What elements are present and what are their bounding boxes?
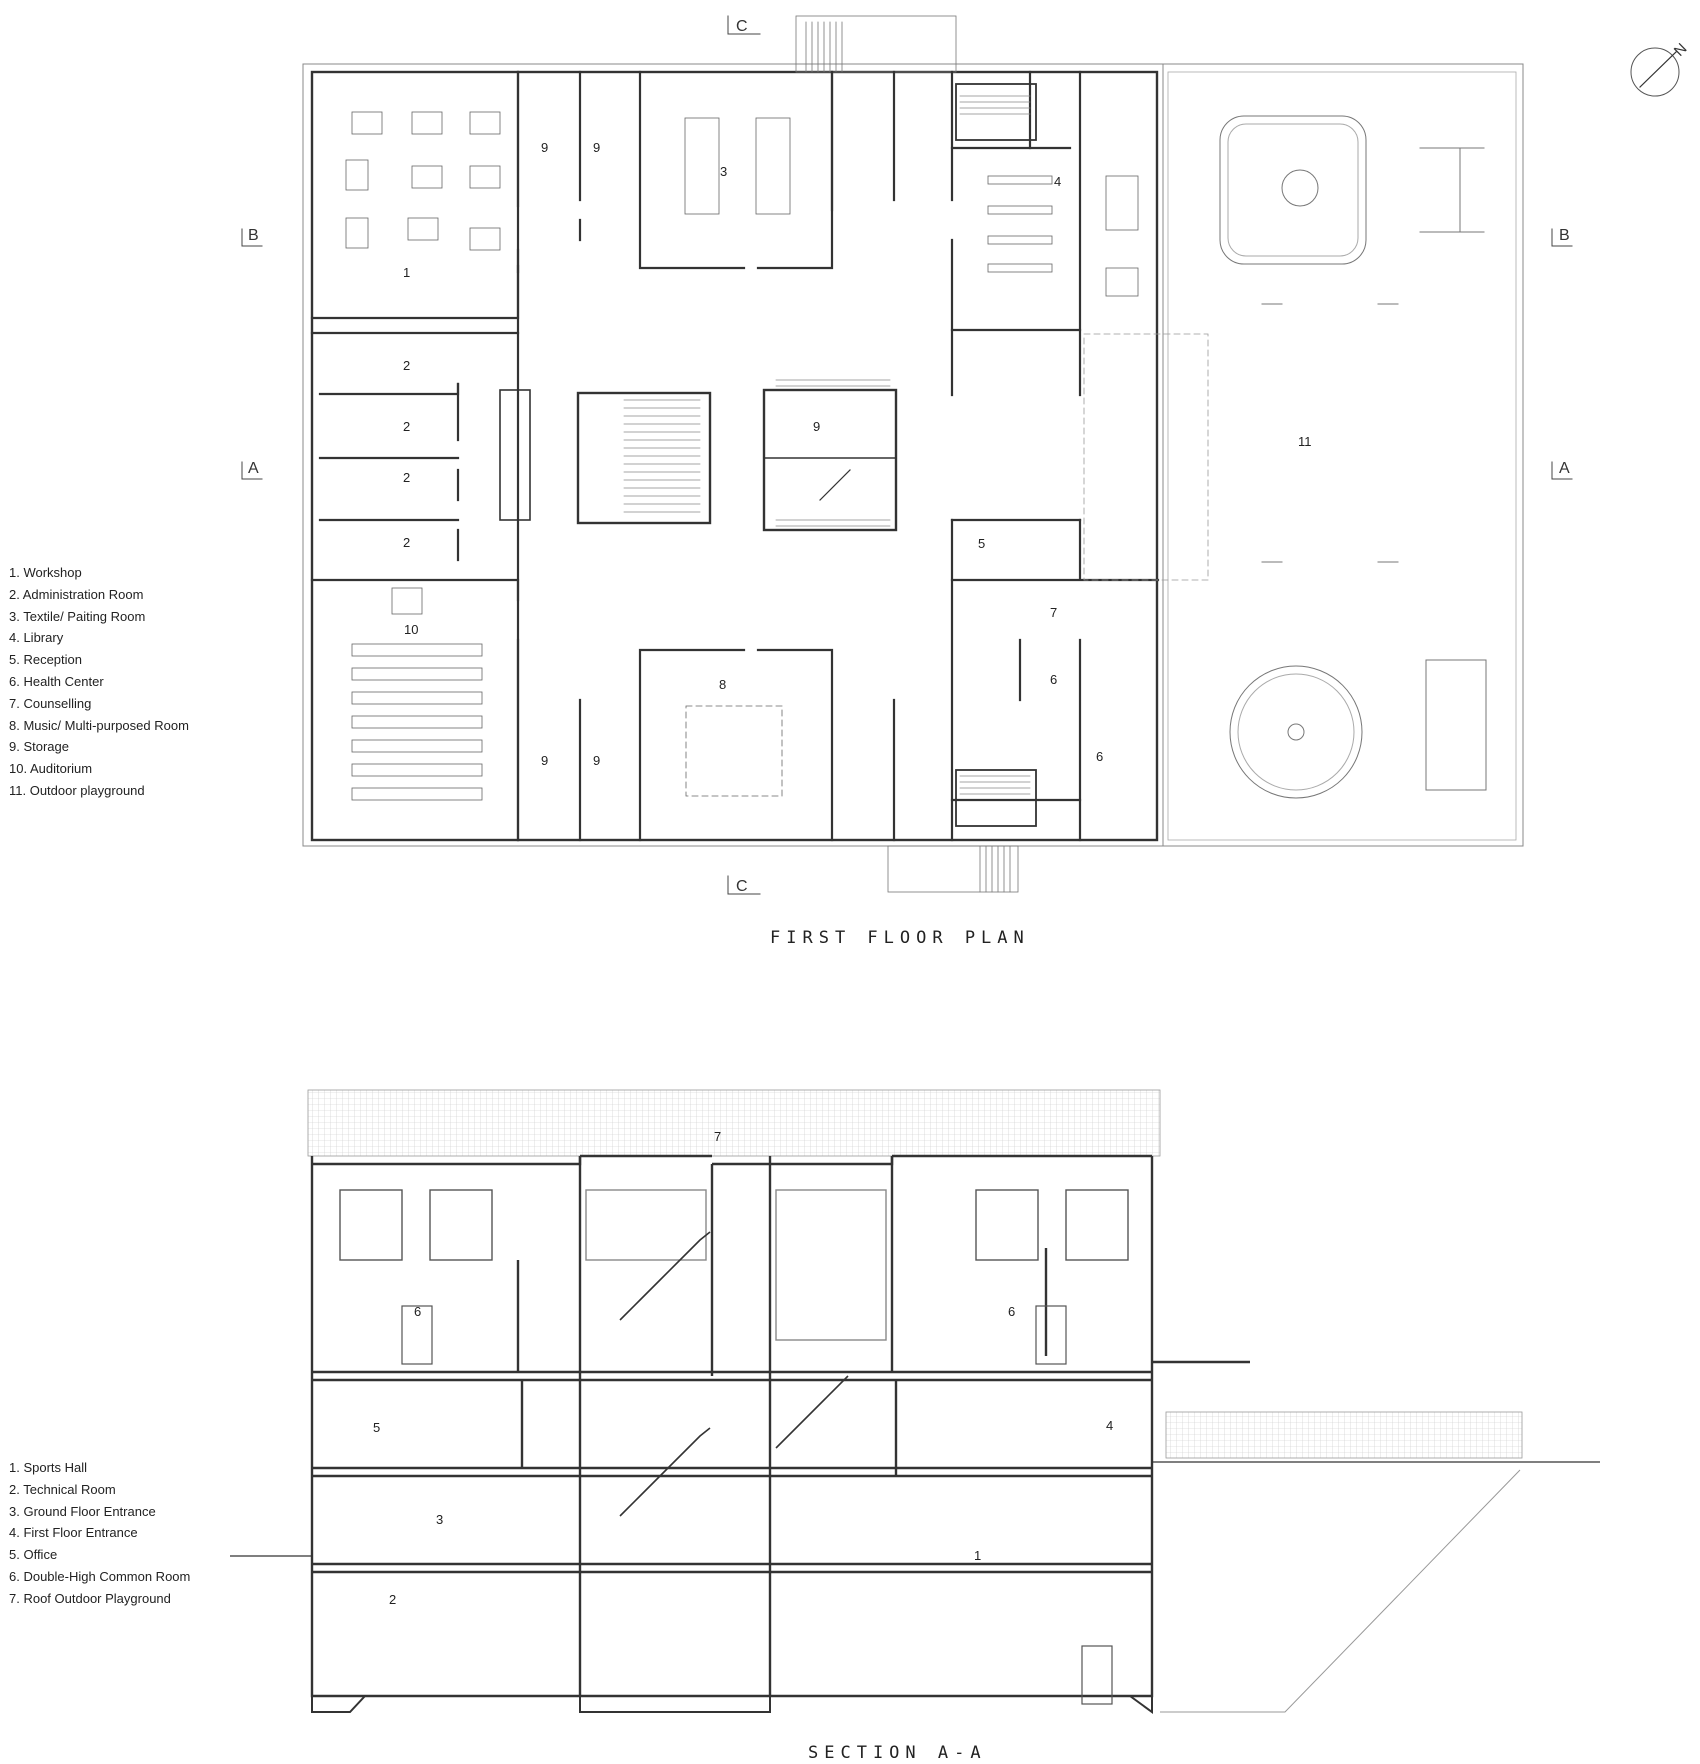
ground-playground-mesh [1165,1411,1523,1459]
library-shelves [987,175,1139,297]
plan-legend-item: 5. Reception [9,652,82,668]
plan-title: FIRST FLOOR PLAN [770,928,1030,948]
plan-legend-item: 4. Library [9,630,64,646]
section-tag-sports-hall: 1 [974,1548,981,1563]
reception-void-left [499,389,531,521]
section-tag-ground-entrance: 3 [436,1512,443,1527]
plan-tag-music: 8 [719,677,726,692]
section-legend-item: 3. Ground Floor Entrance [9,1503,156,1519]
bottom-entrance-stair [887,845,1019,893]
plan-tag-storage-4: 9 [593,753,600,768]
plan-legend-item: 1. Workshop [9,565,82,580]
plan-tag-playground: 11 [1298,434,1312,449]
plan-tag-storage-5: 9 [813,419,820,434]
section-legend-item: 6. Double-High Common Room [9,1568,191,1584]
plan-outer-wall [310,70,1159,842]
textile-tables [684,117,791,215]
section-doors [401,1305,1113,1705]
plan-legend-item: 3. Textile/ Paiting Room [9,608,146,624]
plan-tag-health-2: 6 [1096,749,1103,764]
top-entrance-stair [795,15,957,73]
section-a-a: 1 2 3 4 5 6 6 7 [230,1089,1600,1714]
section-legend-item: 4. First Floor Entrance [9,1525,138,1541]
plan-legend-item: 9. Storage [9,739,69,755]
plan-legend-item: 8. Music/ Multi-purposed Room [9,717,189,733]
workshop-tables [345,111,501,251]
section-legend-item: 1. Sports Hall [9,1460,88,1475]
playground-terrace [1162,63,1524,847]
section-structure [310,1154,1250,1698]
plan-legend-item: 6. Health Center [9,673,104,689]
first-floor-plan: N [241,15,1690,895]
section-foundation [311,1695,1153,1714]
plan-tag-admin-2: 2 [403,419,410,434]
section-tag-first-entrance: 4 [1106,1418,1113,1433]
playground-dashed-zone [1083,333,1209,581]
plan-tag-storage-1: 9 [541,140,548,155]
plan-legend-item: 11. Outdoor playground [9,782,145,798]
section-legend-item: 2. Technical Room [9,1481,116,1497]
plan-legend-item: 2. Administration Room [9,586,144,602]
section-slope [1160,1469,1521,1713]
plan-legend-item: 10. Auditorium [9,761,93,777]
auditorium-seating [351,587,483,801]
plan-tag-storage-2: 9 [593,140,600,155]
plan-tag-admin-4: 2 [403,535,410,550]
plan-tag-workshop: 1 [403,265,410,280]
plan-legend-item: 7. Counselling [9,695,92,711]
roof-playground-mesh [307,1089,1161,1157]
section-marker-b-left: B [248,227,259,244]
section-tag-roof-playground: 7 [714,1129,721,1144]
section-windows [339,1189,1129,1341]
section-marker-c-bottom: C [736,878,748,895]
north-arrow-icon: N [1630,40,1690,97]
plan-tag-textile: 3 [720,164,727,179]
plan-outer-envelope [302,63,1164,847]
plan-tag-library: 4 [1054,174,1061,189]
central-stair-core-right [762,379,898,532]
central-stair-core-left [576,391,712,525]
section-tag-common-room-1: 6 [414,1304,421,1319]
plan-tag-health-1: 6 [1050,672,1057,687]
plan-tag-admin-3: 2 [403,470,410,485]
plan-tag-auditorium: 10 [404,622,418,637]
section-tag-technical: 2 [389,1592,396,1607]
section-title: SECTION A-A [808,1743,987,1763]
section-tag-common-room-2: 6 [1008,1304,1015,1319]
south-stair [955,769,1037,827]
section-marker-a-left: A [248,460,259,477]
plan-tag-counselling: 7 [1050,605,1057,620]
plan-tag-reception: 5 [978,536,985,551]
section-stair-mid [775,1375,849,1449]
plan-interior-walls [310,70,1160,842]
section-stair-upper [619,1231,711,1321]
north-stair [955,83,1037,141]
plan-legend: 1. Workshop 2. Administration Room 3. Te… [9,562,189,802]
section-marker-c-top: C [736,18,748,35]
section-legend: 1. Sports Hall 2. Technical Room 3. Grou… [9,1457,190,1610]
section-tag-office: 5 [373,1420,380,1435]
section-legend-item: 5. Office [9,1547,58,1563]
section-marker-a-right: A [1559,460,1570,477]
section-stair-lower [619,1427,711,1517]
section-legend-item: 7. Roof Outdoor Playground [9,1590,171,1606]
playground-features [1219,115,1487,799]
section-markers [241,15,1573,895]
plan-tag-storage-3: 9 [541,753,548,768]
plan-tag-admin-1: 2 [403,358,410,373]
section-marker-b-right: B [1559,227,1570,244]
music-room-chairs [685,705,783,797]
